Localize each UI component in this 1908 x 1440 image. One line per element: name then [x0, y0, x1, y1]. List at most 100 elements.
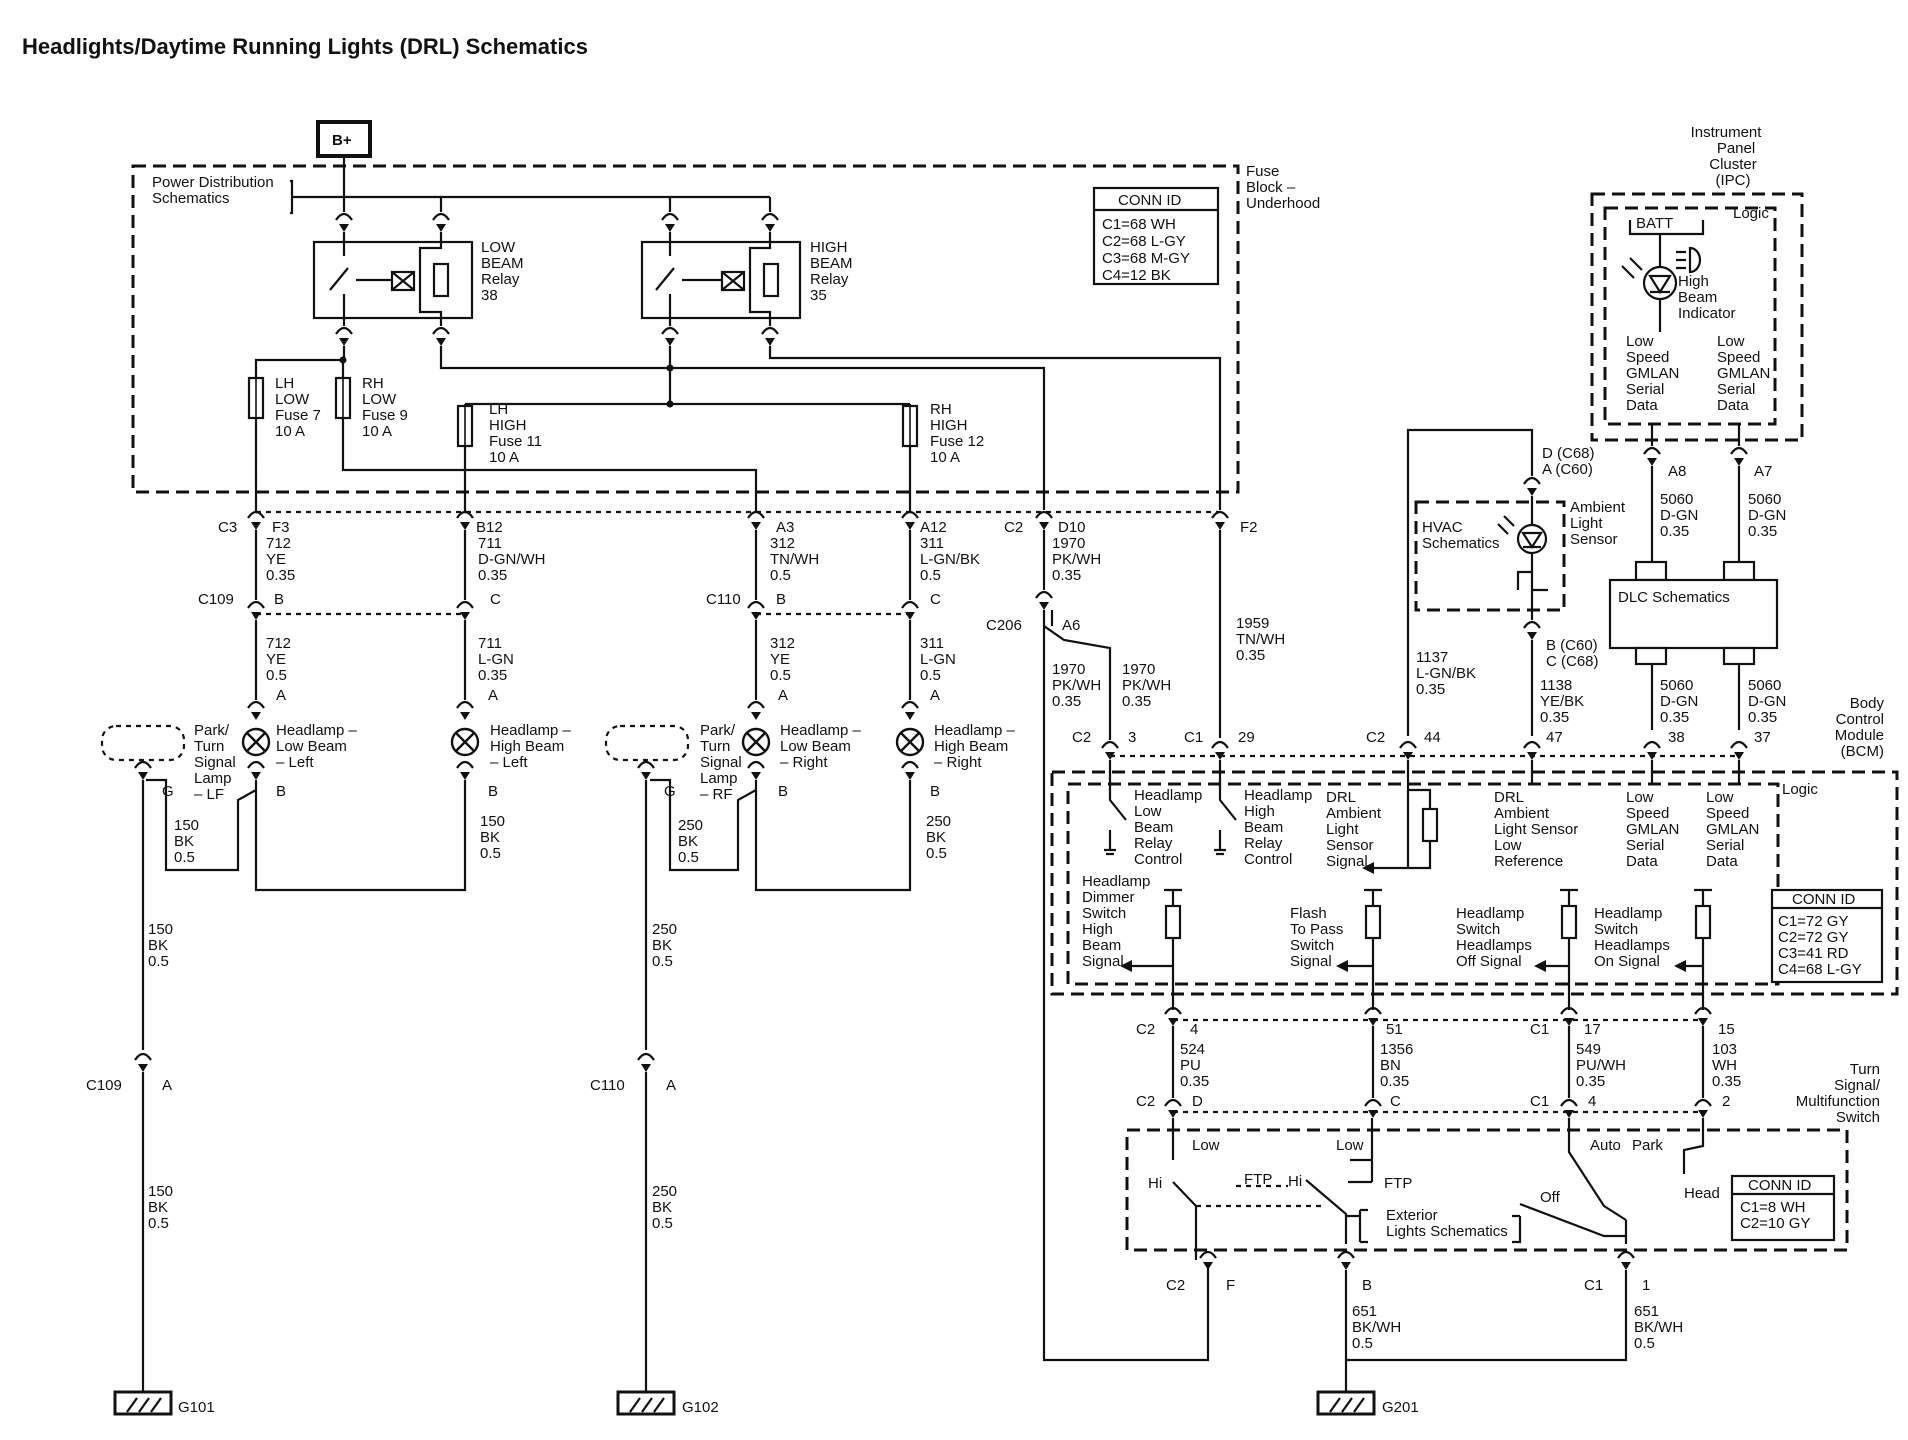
svg-text:Off: Off [1540, 1189, 1561, 1206]
svg-text:A: A [666, 1077, 676, 1094]
svg-text:B: B [488, 783, 498, 800]
svg-text:D: D [1192, 1093, 1203, 1110]
svg-text:A7: A7 [1754, 463, 1772, 480]
svg-text:Low: Low [1336, 1137, 1364, 1154]
svg-text:4: 4 [1588, 1093, 1596, 1110]
svg-text:4: 4 [1190, 1021, 1198, 1038]
svg-text:Logic: Logic [1733, 205, 1769, 222]
svg-text:C3: C3 [218, 519, 237, 536]
svg-text:44: 44 [1424, 729, 1441, 746]
svg-text:C109: C109 [86, 1077, 122, 1094]
svg-text:CONN ID: CONN ID [1748, 1177, 1812, 1194]
svg-text:C: C [490, 591, 501, 608]
svg-text:B (C60)C (C68): B (C60)C (C68) [1546, 637, 1599, 670]
svg-text:F3: F3 [272, 519, 290, 536]
dlc-schematics-box [1608, 578, 1779, 650]
svg-text:38: 38 [1668, 729, 1685, 746]
svg-text:B12: B12 [476, 519, 503, 536]
svg-text:A8: A8 [1668, 463, 1686, 480]
svg-text:G: G [162, 783, 174, 800]
svg-text:29: 29 [1238, 729, 1255, 746]
svg-text:C206: C206 [986, 617, 1022, 634]
svg-text:17: 17 [1584, 1021, 1601, 1038]
svg-text:C1: C1 [1530, 1093, 1549, 1110]
park-lamp-rf [604, 724, 690, 762]
svg-text:15: 15 [1718, 1021, 1735, 1038]
fuse-block-conn-id [1092, 186, 1220, 286]
svg-text:B: B [776, 591, 786, 608]
fuse-block-border [131, 164, 1240, 494]
svg-text:C2: C2 [1136, 1093, 1155, 1110]
ground-g102: G102 [616, 1390, 719, 1416]
svg-text:1: 1 [1642, 1277, 1650, 1294]
svg-text:C: C [1390, 1093, 1401, 1110]
svg-text:F2: F2 [1240, 519, 1258, 536]
svg-text:C110: C110 [590, 1077, 625, 1094]
svg-text:FTP: FTP [1244, 1171, 1272, 1188]
svg-text:A: A [488, 687, 498, 704]
b-plus-box [316, 120, 372, 158]
svg-text:DLC Schematics: DLC Schematics [1618, 589, 1730, 606]
svg-text:B: B [276, 783, 286, 800]
svg-text:Auto: Auto [1590, 1137, 1621, 1154]
svg-text:D10: D10 [1058, 519, 1086, 536]
svg-text:CONN ID: CONN ID [1118, 192, 1182, 209]
svg-text:A: A [930, 687, 940, 704]
svg-text:C2: C2 [1072, 729, 1091, 746]
svg-text:G102: G102 [682, 1399, 719, 1416]
svg-text:D (C68)A (C60): D (C68)A (C60) [1542, 445, 1595, 478]
svg-text:C2: C2 [1366, 729, 1385, 746]
svg-text:C2: C2 [1166, 1277, 1185, 1294]
svg-text:37: 37 [1754, 729, 1771, 746]
svg-text:C109: C109 [198, 591, 234, 608]
headlamp-high-left-label: Headlamp –High Beam– Left [490, 722, 572, 771]
svg-text:Park: Park [1632, 1137, 1663, 1154]
svg-text:A: A [162, 1077, 172, 1094]
svg-text:C2: C2 [1004, 519, 1023, 536]
svg-text:Head: Head [1684, 1185, 1720, 1202]
park-lamp-lf [100, 724, 186, 762]
svg-text:3: 3 [1128, 729, 1136, 746]
svg-text:BATT: BATT [1636, 215, 1673, 232]
svg-text:CONN ID: CONN ID [1792, 891, 1856, 908]
svg-text:47: 47 [1546, 729, 1563, 746]
headlamp-low-right-label: Headlamp –Low Beam– Right [780, 722, 862, 771]
